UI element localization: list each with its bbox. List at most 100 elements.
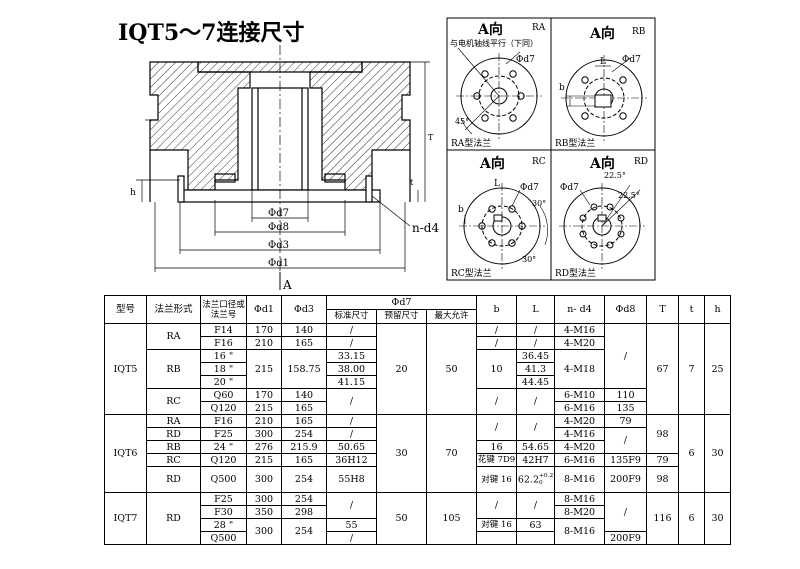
cell-d8: 135F9 — [604, 453, 648, 467]
dim-d7-label: Φd7 — [268, 208, 289, 219]
cell-form: RB — [146, 440, 201, 454]
rd-angle2: 22.5° — [618, 191, 640, 200]
cell-d1: 170 — [246, 323, 282, 337]
cell-nd4: 4-M16 — [554, 427, 606, 441]
cell-d7-std: / — [326, 492, 377, 519]
main-view-labels: Φd7 Φd8 Φd3 Φd1 h T t n-d4 A — [130, 133, 439, 292]
cell-L: / — [516, 492, 556, 519]
cell-nd4: 4-M20 — [554, 336, 606, 350]
cell-d7-max: 105 — [425, 492, 478, 545]
hdr-L: L — [516, 295, 556, 324]
cell-d3: 165 — [281, 414, 327, 428]
cell-b: 16 — [476, 440, 518, 454]
rd-angle1: 22.5° — [604, 171, 626, 180]
cell-d8: 200F9 — [604, 466, 648, 493]
cell-T: 116 — [646, 492, 680, 545]
dim-d8-label: Φd8 — [268, 222, 289, 233]
cell-d3: 158.75 — [281, 349, 327, 389]
cell-form: RC — [146, 453, 201, 467]
cell-bore: 18 " — [200, 362, 247, 376]
cell-d7-std: 55 — [326, 518, 377, 532]
view-arrow-label: A — [282, 278, 292, 292]
rd-d7: Φd7 — [560, 183, 579, 193]
cell-d1: 300 — [246, 466, 282, 493]
cell-bore: F25 — [200, 492, 247, 506]
hdr-flange-form: 法兰形式 — [146, 295, 201, 324]
cell-d1: 210 — [246, 414, 282, 428]
cell-d1: 300 — [246, 518, 282, 545]
cell-d3: 254 — [281, 492, 327, 506]
cell-form: RB — [146, 349, 201, 389]
cell-bore: 24 " — [200, 440, 247, 454]
cell-model: IQT5 — [104, 323, 147, 415]
cell-d7-std: 33.15 — [326, 349, 377, 363]
cell-d7-std: 55H8 — [326, 466, 377, 493]
rc-dir: A向 — [479, 155, 505, 172]
view-rc: A向 RC b L Φd7 30° 30° RC型法兰 — [451, 155, 548, 279]
rd-id: RD — [634, 157, 648, 167]
table-row: Q500 / 200F9 — [105, 531, 731, 545]
view-rb: A向 RB b L Φd7 RB型法兰 — [555, 25, 647, 149]
rc-L: L — [494, 179, 500, 189]
cell-L: 36.45 — [516, 349, 556, 363]
cell-form: RA — [146, 323, 201, 350]
cell-d8: / — [604, 323, 648, 389]
cell-L: 44.45 — [516, 375, 556, 389]
cell-L: / — [516, 336, 556, 350]
rc-caption: RC型法兰 — [451, 267, 492, 279]
cell-L: 42H7 — [516, 453, 556, 467]
cell-d1: 215 — [246, 401, 282, 415]
cell-d1: 215 — [246, 453, 282, 467]
cell-h: 25 — [704, 323, 732, 415]
technical-drawing: IQT5～7连接尺寸 — [118, 17, 656, 292]
dim-t-label: t — [410, 178, 414, 187]
dim-d1-label: Φd1 — [268, 258, 289, 269]
cell-d8: / — [604, 492, 648, 532]
table-row: IQT5 RA F14 170 140 / 20 50 / / 4-M16 / … — [104, 323, 732, 415]
cell-nd4: 6-M16 — [554, 453, 606, 467]
cell-b: / — [476, 388, 518, 415]
hdr-T: T — [646, 295, 680, 324]
cell-d7-pre: 30 — [376, 414, 427, 493]
hdr-nd4: n- d4 — [554, 295, 606, 324]
cell-d7-max: 70 — [425, 414, 478, 493]
ra-dir: A向 — [477, 21, 503, 38]
rb-caption: RB型法兰 — [555, 137, 595, 149]
cell-bore: F16 — [200, 336, 247, 350]
cell-d8: / — [604, 427, 648, 454]
hdr-d1: Φd1 — [246, 295, 282, 324]
cell-L: / — [516, 414, 556, 441]
cell-nd4: 8-M16 — [554, 466, 606, 493]
ra-note: 与电机轴线平行（下同） — [450, 38, 538, 48]
rb-id: RB — [632, 27, 646, 37]
rd-dir: A向 — [589, 155, 615, 172]
cell-d7-std: / — [326, 323, 377, 337]
cell-b: / — [476, 414, 518, 441]
dimension-table-wrap: 型号 法兰形式 法兰口径或法兰号 Φd1 Φd3 Φd7 b L n- d4 Φ… — [104, 295, 732, 545]
cell-b: / — [476, 492, 518, 519]
cell-b: 对键 16 — [476, 518, 518, 532]
cell-nd4: 8-M16 — [554, 492, 606, 506]
cell-d1: 170 — [246, 388, 282, 402]
cell-d7-std: / — [326, 388, 377, 415]
cell-T: 67 — [646, 323, 680, 415]
cell-b: 对键 16 — [476, 466, 518, 493]
cell-b: 10 — [476, 349, 518, 389]
rc-id: RC — [532, 157, 546, 167]
cell-form: RD — [146, 427, 201, 441]
cell-t: 6 — [678, 414, 706, 493]
cell-d7-std: / — [326, 427, 377, 441]
cell-bore: Q60 — [200, 388, 247, 402]
cell-L: / — [516, 388, 556, 415]
cell-d7-std: 36H12 — [326, 453, 377, 467]
cell-bore: 28 " — [200, 518, 247, 532]
cell-nd4: 4-M18 — [554, 349, 606, 389]
cell-d8: 79 — [604, 414, 648, 428]
table-row: RD F25 300 254 / 4-M16 / — [105, 427, 731, 454]
cell-d8: 110 — [604, 388, 648, 402]
cell-d7-std: 50.65 — [326, 440, 377, 454]
cell-bore: F14 — [200, 323, 247, 337]
hdr-d7-std: 标准尺寸 — [326, 309, 377, 324]
cell-nd4: 6-M16 — [554, 401, 606, 415]
cell-T: 98 — [646, 466, 680, 493]
